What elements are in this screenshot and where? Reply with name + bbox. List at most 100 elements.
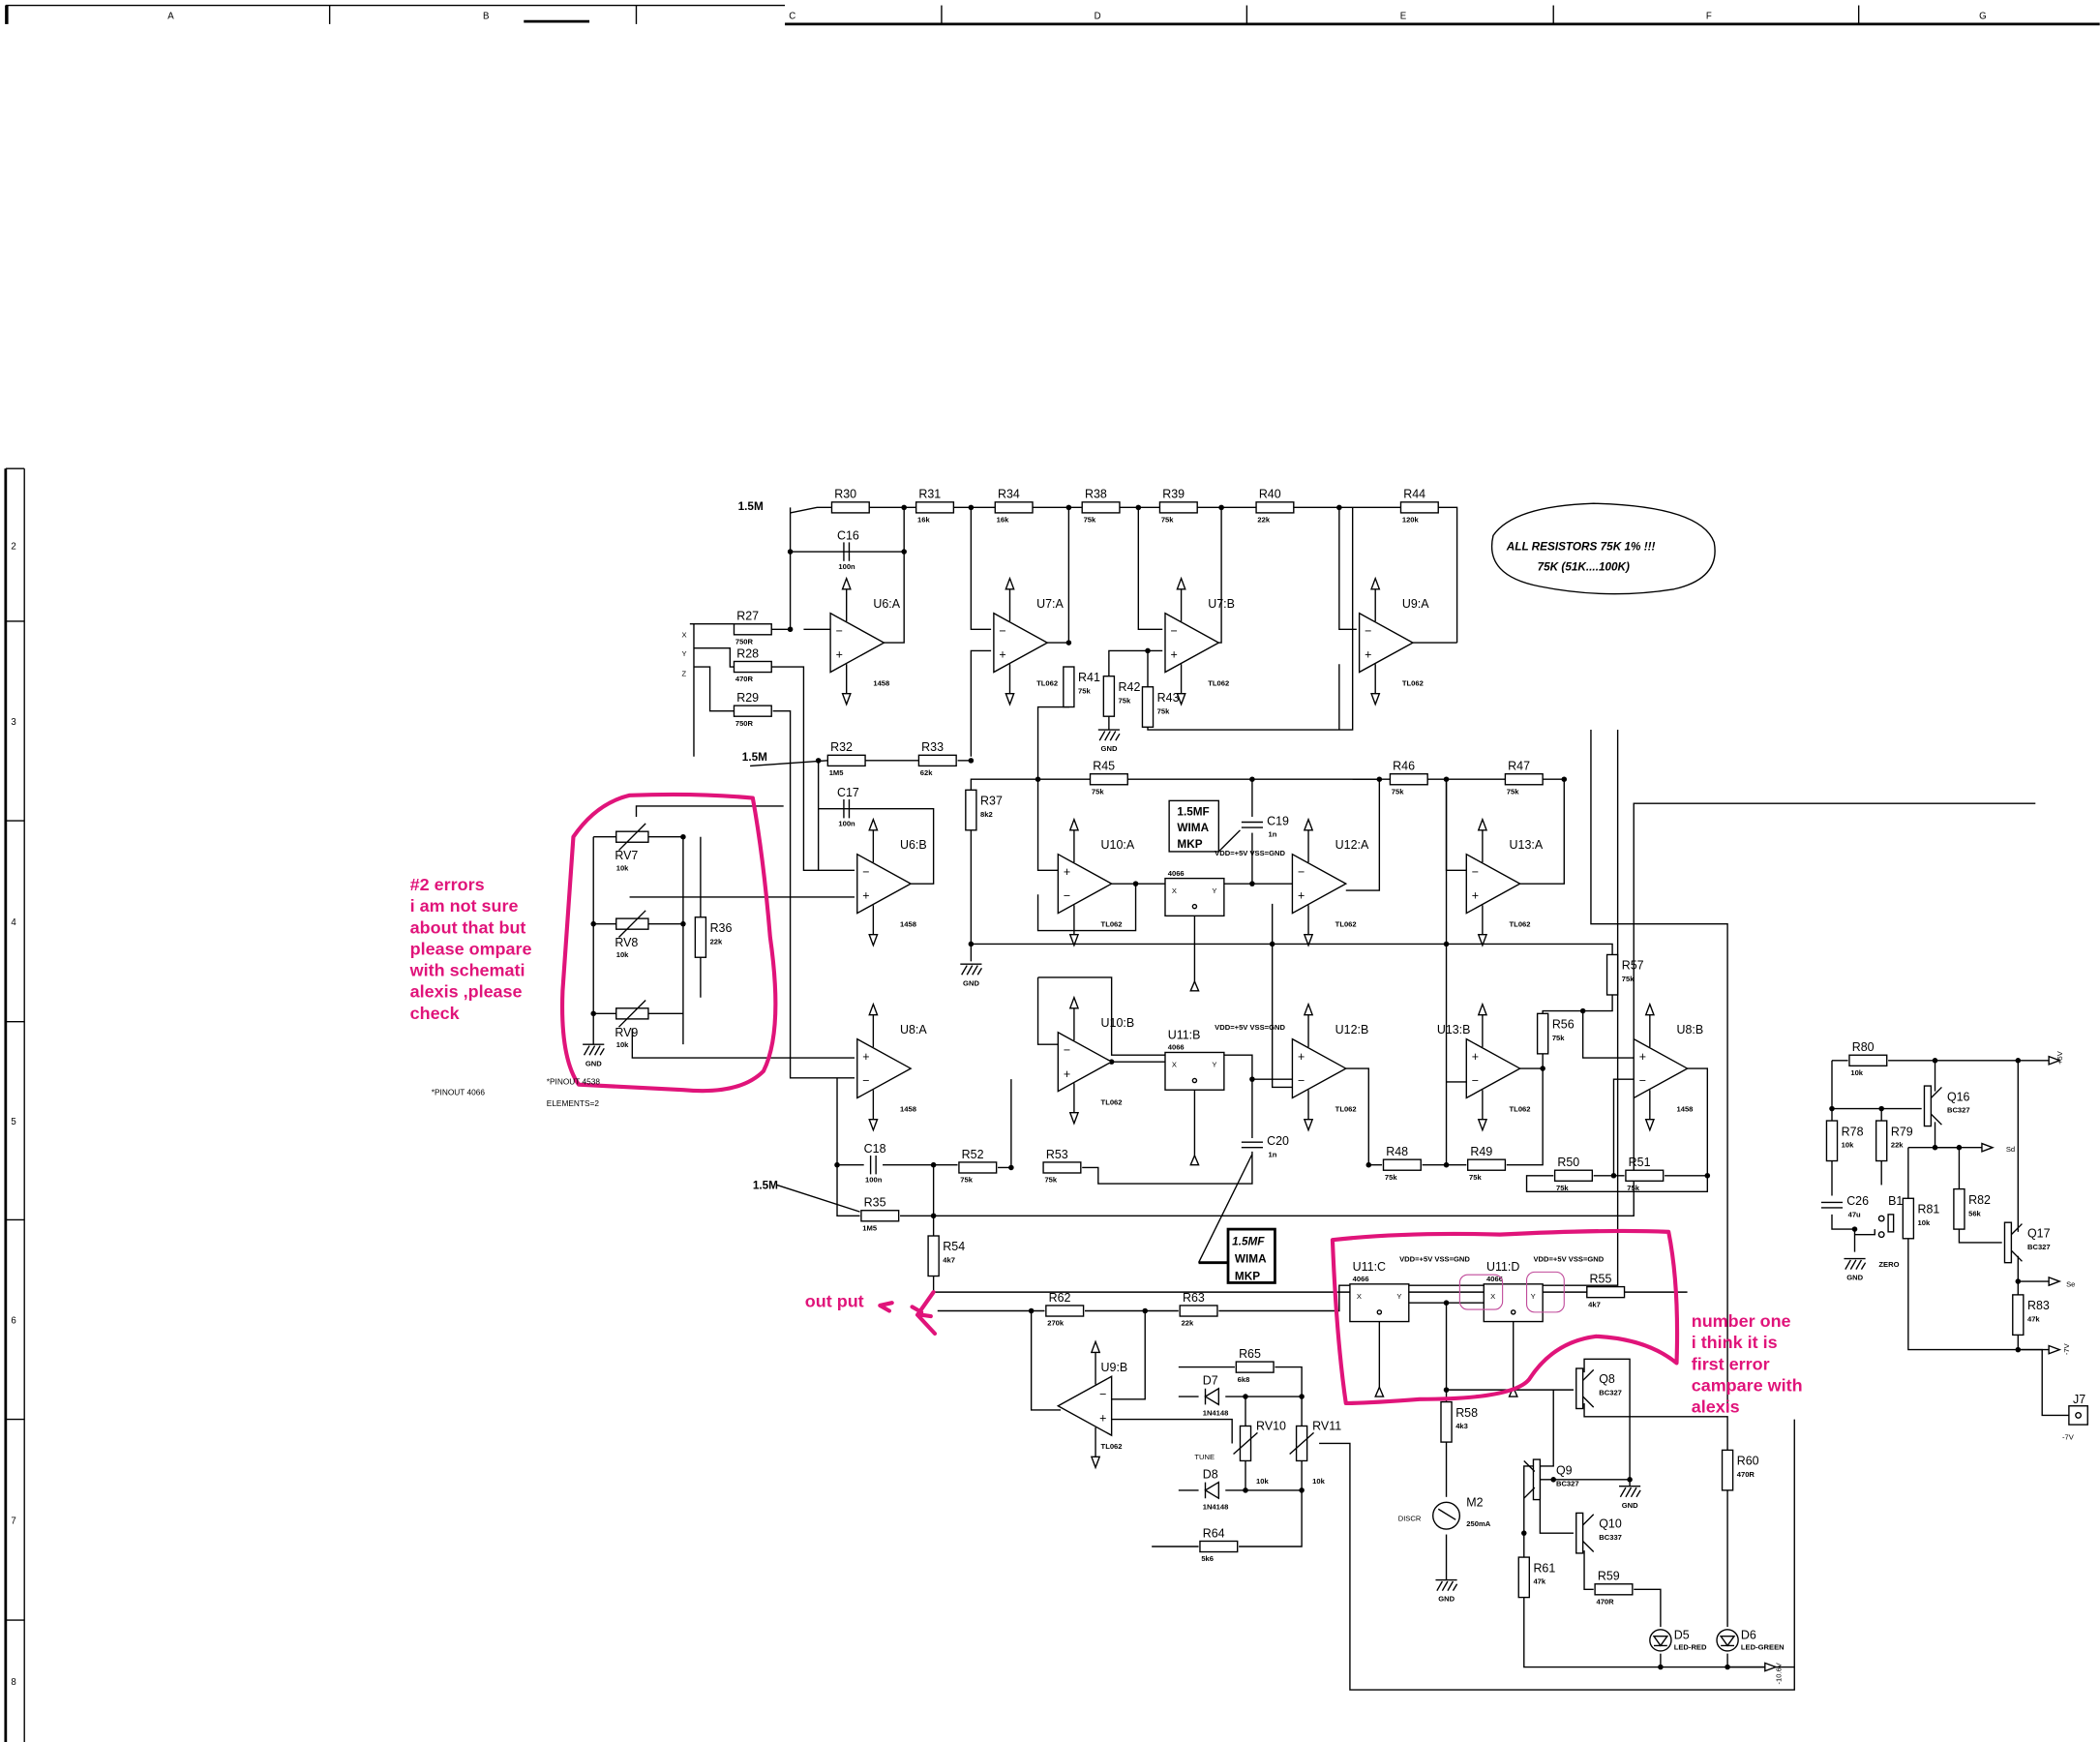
input-1-5m-mid: 1.5M [742,751,767,764]
resistor-ref: R28 [736,646,759,660]
switch-x-pin: X [1490,1292,1495,1301]
wire [836,1077,860,1216]
resistor-value: 75k [1078,687,1091,696]
junction-dot [1851,1226,1858,1232]
plus-5v-label: +5V [2055,1050,2064,1065]
opamp-input-sign: + [999,648,1005,662]
resistor-ref: R37 [980,795,1003,808]
transistor-ref: Q16 [1947,1090,1970,1103]
opamp-input-sign: + [1099,1411,1106,1425]
cap-note-2-line1: 1.5MF [1232,1236,1265,1248]
switch-supply: VDD=+5V VSS=GND [1533,1254,1604,1263]
resistor-ref: R56 [1552,1018,1575,1032]
tune-label: TUNE [1194,1453,1215,1461]
transistor-type: BC337 [1599,1533,1622,1542]
opamp-type: TL062 [1402,678,1424,687]
opamp-ref: U10:B [1101,1016,1135,1030]
junction-dot [1704,1172,1711,1179]
resistor-ref: R57 [1622,959,1644,973]
opamp-input-sign: + [1298,1050,1305,1064]
pinout-4538-note: *PINOUT 4538 [547,1077,601,1087]
wire [970,507,992,630]
frame-row-label: 3 [11,717,15,728]
cloud-note: ALL RESISTORS 75K 1% !!! 75K (51K....100… [1491,502,1716,595]
wire [1831,1214,1856,1252]
junction-dot [1028,1307,1035,1314]
opamp-ref: U7:B [1208,597,1235,611]
wire [1218,730,1619,1312]
junction-dot [1135,504,1142,511]
opamp-input-sign: + [1472,889,1479,903]
frame-column-label: E [1400,11,1407,21]
transistor-ref: Q9 [1556,1463,1573,1477]
wire [693,646,735,668]
wire [1037,976,1165,1056]
se-label: Se [2066,1280,2075,1289]
resistor-value: 75k [960,1176,973,1185]
resistor-r30: R30 [830,488,870,514]
wire [1036,976,1059,1045]
meter-value: 250mA [1466,1519,1490,1528]
led-ref: D5 [1674,1628,1690,1641]
pot-value: 10k [1312,1477,1325,1486]
capacitor-ref: C19 [1267,814,1289,827]
pot-value: 10k [616,1040,629,1049]
wire [970,649,992,757]
resistor-value: 75k [1622,975,1635,983]
switch-supply: VDD=+5V VSS=GND [1215,1023,1285,1032]
opamp-input-sign: − [1099,1387,1106,1400]
junction-dot [1376,776,1383,782]
switch-y-pin: Y [1396,1292,1401,1301]
frame-column-label: D [1095,11,1101,21]
supply-port [2048,1276,2062,1287]
opamp-input-sign: + [1064,865,1070,879]
opamp-input-sign: − [862,1074,869,1088]
resistor-value: 75k [1092,787,1104,796]
resistor-ref: R41 [1078,671,1100,684]
cap-note-2-line3: MKP [1235,1271,1260,1283]
connector-j7: J7 [2068,1393,2088,1426]
cap-note-1-line3: MKP [1177,838,1202,851]
input-y-label: Y [682,649,687,658]
resistor-ref: R43 [1157,691,1180,705]
junction-dot [1443,1387,1450,1393]
wire [635,805,784,817]
junction-dot [2015,1058,2022,1064]
resistor-value: 8k2 [980,810,993,819]
resistor-value: 1M5 [829,768,845,777]
switch-y-pin: Y [1212,1061,1216,1069]
cap-note-1: 1.5MF WIMA MKP [1168,799,1241,853]
resistor-value: 22k [1182,1319,1194,1328]
resistor-value: 75k [1392,787,1404,796]
supply-port [1981,1142,1995,1153]
ground-symbol: GND [1435,1578,1458,1604]
opamp-type: TL062 [1510,1104,1531,1113]
wire [631,1028,855,1059]
resistor-ref: R31 [918,488,941,501]
junction-dot [1249,1076,1255,1082]
resistor-ref: R34 [998,488,1020,501]
opamp-input-sign: − [1472,1074,1479,1088]
wire [1036,779,1059,871]
